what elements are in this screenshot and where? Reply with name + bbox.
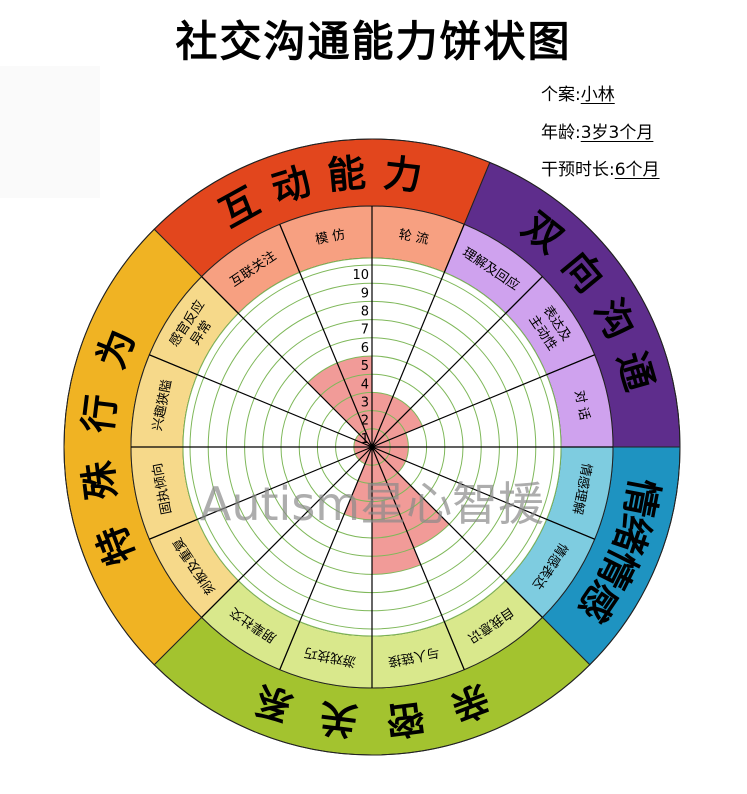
subcategory-label-line: 轮 流 bbox=[397, 227, 429, 248]
value-wedge bbox=[372, 447, 450, 548]
case-info: 个案:小林 bbox=[541, 80, 615, 105]
spoke-line bbox=[371, 354, 595, 448]
duration-label: 干预时长: bbox=[541, 160, 615, 180]
category-label-char: 力 bbox=[382, 151, 425, 199]
duration-value: 6个月 bbox=[614, 160, 660, 180]
subcategory-label: 轮 流 bbox=[397, 227, 429, 248]
value-wedge bbox=[355, 447, 372, 460]
r-tick-label: 4 bbox=[361, 377, 369, 392]
spoke-line bbox=[371, 446, 465, 670]
r-tick-label: 6 bbox=[361, 341, 369, 356]
spoke-line bbox=[279, 224, 373, 448]
age-info: 年龄:3岁3个月 bbox=[541, 118, 653, 143]
r-tick-label: 5 bbox=[361, 359, 369, 374]
subcategory-label: 对 话 bbox=[571, 389, 592, 421]
value-wedge bbox=[307, 362, 372, 447]
age-label: 年龄: bbox=[541, 123, 581, 143]
r-tick-label: 1 bbox=[361, 432, 369, 447]
category-label-char: 能 bbox=[326, 151, 368, 198]
r-tick-label: 8 bbox=[361, 305, 369, 320]
subcategory-label: 模 仿 bbox=[314, 227, 346, 248]
value-wedge bbox=[372, 447, 406, 473]
watermark: Autism星心智援 bbox=[200, 477, 544, 531]
subcategory-label-line: 模 仿 bbox=[314, 227, 346, 248]
r-tick-label: 9 bbox=[361, 286, 369, 301]
category-label-char: 行 bbox=[76, 392, 124, 435]
value-wedge bbox=[372, 396, 411, 447]
value-wedge bbox=[359, 447, 372, 464]
value-wedge bbox=[355, 434, 372, 447]
background-patch bbox=[0, 66, 100, 198]
duration-info: 干预时长:6个月 bbox=[541, 155, 660, 180]
spoke-line bbox=[149, 446, 373, 540]
spoke-line bbox=[201, 276, 373, 448]
outer-border bbox=[63, 138, 681, 756]
r-tick-label: 3 bbox=[361, 396, 369, 411]
category-label-char: 关 bbox=[317, 695, 360, 743]
r-tick-label: 10 bbox=[352, 268, 369, 283]
page-title: 社交沟通能力饼状图 bbox=[175, 17, 572, 66]
value-wedge bbox=[372, 408, 423, 447]
r-tick-label: 7 bbox=[361, 323, 369, 338]
case-value: 小林 bbox=[580, 85, 615, 105]
case-label: 个案: bbox=[541, 85, 581, 105]
spoke-line bbox=[371, 446, 543, 618]
category-label-char: 密 bbox=[384, 695, 427, 743]
spoke-line bbox=[279, 446, 373, 670]
spoke-line bbox=[149, 354, 373, 448]
spoke-line bbox=[371, 446, 595, 540]
spoke-line bbox=[371, 224, 465, 448]
subcategory-label-line: 对 话 bbox=[571, 389, 592, 421]
category-label-char: 情 bbox=[616, 475, 666, 521]
r-tick-label: 2 bbox=[361, 414, 369, 429]
spoke-line bbox=[201, 446, 373, 618]
spoke-line bbox=[371, 276, 543, 448]
value-wedge bbox=[372, 447, 421, 575]
category-label-char: 殊 bbox=[76, 458, 124, 502]
age-value: 3岁3个月 bbox=[580, 123, 654, 143]
